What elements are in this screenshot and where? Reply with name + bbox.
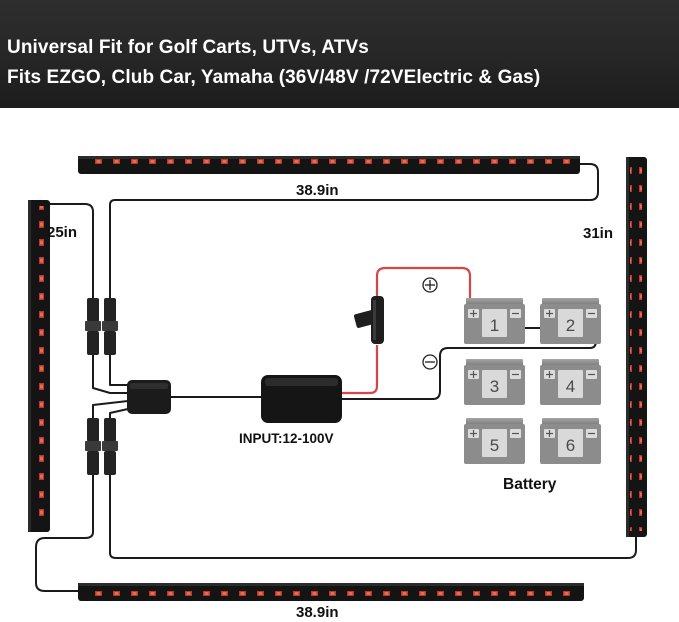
connector-icon — [102, 298, 118, 355]
led-strip-top — [78, 156, 580, 174]
led-strip-bottom — [78, 583, 584, 601]
battery-label: Battery — [503, 476, 557, 493]
connector-icon — [85, 298, 101, 355]
battery-bank: 1 2 3 4 5 6 — [464, 298, 601, 464]
wire-left-strip — [50, 203, 94, 300]
wire-bottom-strip — [35, 475, 94, 592]
banner-title-line-2: Fits EZGO, Club Car, Yamaha (36V/48V /72… — [7, 67, 541, 88]
battery-icon: 4 — [540, 359, 601, 405]
header-banner: Universal Fit for Golf Carts, UTVs, ATVs… — [0, 0, 679, 108]
battery-icon: 6 — [540, 418, 601, 464]
battery-number: 4 — [566, 377, 575, 396]
wire-negative — [340, 316, 597, 400]
battery-icon: 1 — [464, 298, 525, 344]
battery-number: 3 — [490, 377, 499, 396]
input-voltage-label: INPUT:12-100V — [239, 431, 334, 446]
battery-icon: 2 — [540, 298, 601, 344]
wire-right-strip — [109, 475, 637, 559]
connector-pair-upper — [85, 298, 118, 355]
wire-top-strip — [109, 163, 599, 300]
battery-number: 6 — [566, 436, 575, 455]
right-strip-length-label: 31in — [583, 225, 613, 242]
negative-icon — [422, 354, 438, 370]
banner-title-line-1: Universal Fit for Golf Carts, UTVs, ATVs — [7, 37, 369, 58]
battery-icon: 3 — [464, 359, 525, 405]
fuse-holder-icon — [353, 296, 384, 344]
battery-number: 5 — [490, 436, 499, 455]
controller-box-icon — [261, 375, 342, 423]
wire-lower-from-junction — [92, 400, 129, 420]
positive-wire — [340, 266, 472, 395]
wire-upper-to-junction — [92, 355, 128, 394]
left-strip-length-label: 25in — [47, 224, 77, 241]
battery-number: 1 — [490, 316, 499, 335]
led-strip-right — [626, 157, 647, 537]
wires — [35, 163, 637, 592]
top-strip-length-label: 38.9in — [296, 182, 339, 199]
connector-icon — [85, 418, 101, 475]
battery-number: 2 — [566, 316, 575, 335]
led-strip-left — [28, 200, 50, 532]
junction-box-icon — [127, 380, 171, 414]
connector-icon — [102, 418, 118, 475]
positive-icon — [422, 277, 438, 293]
connector-pair-lower — [85, 418, 118, 475]
battery-icon: 5 — [464, 418, 525, 464]
bottom-strip-length-label: 38.9in — [296, 604, 339, 621]
